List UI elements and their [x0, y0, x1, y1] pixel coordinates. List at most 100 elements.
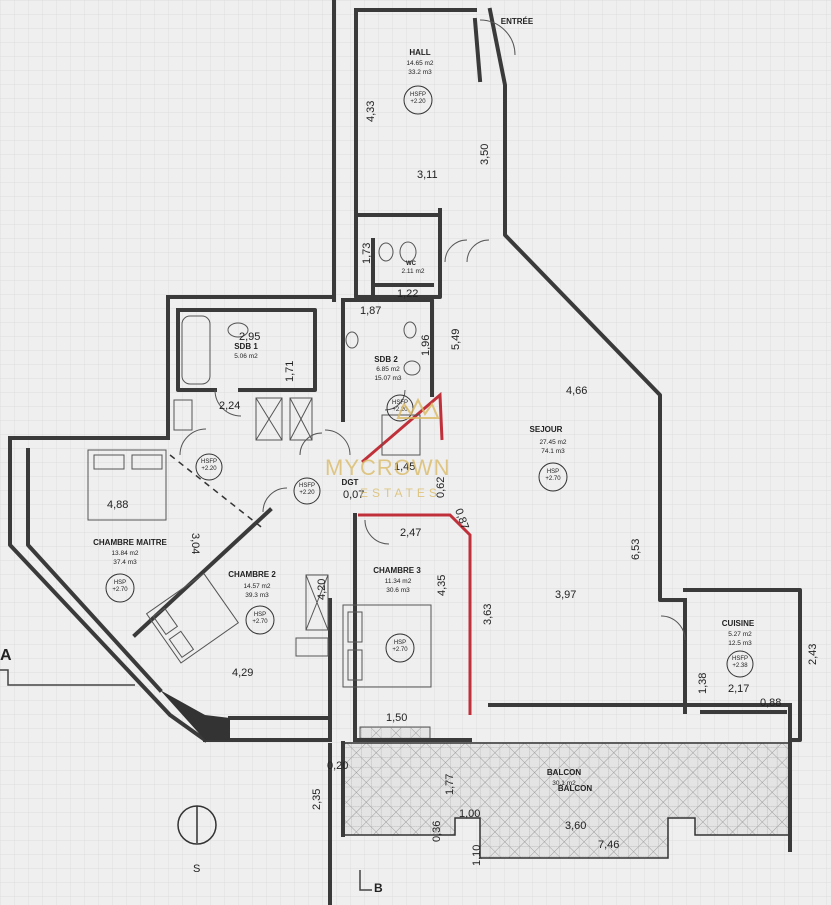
crown-icon [396, 397, 440, 419]
bathtub-icon [181, 315, 211, 385]
svg-text:0,62: 0,62 [435, 477, 447, 498]
svg-text:1,73: 1,73 [361, 243, 373, 264]
svg-text:HSP+2.70: HSP+2.70 [392, 640, 408, 653]
svg-text:3,11: 3,11 [417, 169, 438, 181]
svg-text:4,66: 4,66 [566, 385, 587, 397]
label-sdb2: SDB 2 [374, 355, 398, 364]
svg-text:15.07 m3: 15.07 m3 [374, 375, 401, 382]
svg-text:3,50: 3,50 [479, 144, 491, 165]
svg-text:30.6 m3: 30.6 m3 [386, 587, 410, 594]
label-sdb1: SDB 1 [234, 342, 258, 351]
svg-text:3,04: 3,04 [189, 533, 201, 554]
svg-text:1,38: 1,38 [697, 673, 709, 694]
svg-text:1,22: 1,22 [397, 288, 418, 300]
svg-text:4,88: 4,88 [107, 499, 128, 511]
svg-text:33.2 m3: 33.2 m3 [408, 69, 432, 76]
svg-text:74.1 m3: 74.1 m3 [541, 448, 565, 455]
svg-text:4,33: 4,33 [365, 101, 377, 122]
watermark-tagline: ESTATES [360, 486, 441, 500]
svg-text:27.45 m2: 27.45 m2 [539, 439, 566, 446]
label-entree: ENTRÉE [501, 17, 534, 26]
svg-text:1,71: 1,71 [284, 361, 296, 382]
svg-text:2,95: 2,95 [239, 331, 260, 343]
svg-text:5,49: 5,49 [450, 329, 462, 350]
svg-text:37.4 m3: 37.4 m3 [113, 559, 137, 566]
svg-text:2.11 m2: 2.11 m2 [401, 268, 424, 275]
svg-text:HSFP+2.20: HSFP+2.20 [410, 92, 426, 105]
shower-icon [255, 397, 283, 441]
label-balcon: BALCON [547, 768, 581, 777]
svg-text:1,87: 1,87 [360, 305, 381, 317]
svg-text:3,97: 3,97 [555, 589, 576, 601]
walls [8, 0, 802, 905]
bed-icon [145, 572, 240, 664]
dimension-labels: 4,33 3,50 3,11 1,73 1,22 1,87 2,95 1,71 … [107, 101, 819, 866]
svg-text:BALCON: BALCON [558, 784, 592, 793]
wall-fill [160, 690, 230, 740]
svg-text:HSP+2.70: HSP+2.70 [545, 469, 561, 482]
svg-text:0,36: 0,36 [431, 821, 443, 842]
svg-text:2,24: 2,24 [219, 400, 240, 412]
label-wc: WC [406, 261, 417, 267]
watermark-logo: MYCROWN ESTATES [325, 397, 451, 500]
svg-text:HSP+2.70: HSP+2.70 [252, 612, 268, 625]
compass-label: S [193, 863, 200, 875]
svg-text:0,07: 0,07 [343, 489, 364, 501]
section-line-b [359, 870, 372, 891]
svg-text:2,35: 2,35 [311, 789, 323, 810]
fixtures [173, 241, 421, 657]
svg-text:1,96: 1,96 [420, 335, 432, 356]
label-chambre-2: CHAMBRE 2 [228, 570, 276, 579]
svg-text:4,35: 4,35 [436, 575, 448, 596]
svg-text:HSFP+2.38: HSFP+2.38 [732, 656, 748, 669]
svg-text:1,10: 1,10 [471, 845, 483, 866]
svg-text:6,53: 6,53 [630, 539, 642, 560]
label-chambre-3: CHAMBRE 3 [373, 566, 421, 575]
svg-text:11.34 m2: 11.34 m2 [385, 578, 412, 585]
svg-text:5.27 m2: 5.27 m2 [728, 631, 752, 638]
highlighted-walls [358, 391, 472, 715]
svg-text:14.65 m2: 14.65 m2 [406, 60, 433, 67]
label-sejour: SEJOUR [530, 425, 563, 434]
section-marker-a: A [0, 647, 12, 664]
svg-text:HSP+2.70: HSP+2.70 [112, 580, 128, 593]
svg-text:13.84 m2: 13.84 m2 [111, 550, 138, 557]
svg-text:2,17: 2,17 [728, 683, 749, 695]
bed-icon [87, 449, 167, 521]
svg-text:1,77: 1,77 [444, 774, 456, 795]
svg-text:HSFP+2.20: HSFP+2.20 [299, 483, 315, 496]
svg-text:5.06 m2: 5.06 m2 [234, 353, 258, 360]
svg-text:0,20: 0,20 [327, 760, 348, 772]
svg-text:7,46: 7,46 [598, 839, 619, 851]
svg-text:2,43: 2,43 [807, 644, 819, 665]
section-line-a [0, 669, 135, 686]
svg-text:1,45: 1,45 [394, 461, 415, 473]
svg-text:HSFP+2.20: HSFP+2.20 [392, 400, 408, 413]
svg-text:4,20: 4,20 [316, 579, 328, 600]
svg-text:39.3 m3: 39.3 m3 [245, 592, 269, 599]
beds [87, 449, 432, 688]
compass-icon [177, 805, 217, 845]
label-dgt: DGT [342, 478, 359, 487]
svg-text:6.85 m2: 6.85 m2 [376, 366, 400, 373]
svg-text:14.57 m2: 14.57 m2 [243, 583, 270, 590]
door-swings [179, 19, 686, 641]
sink-icon [227, 322, 249, 338]
svg-text:0,88: 0,88 [760, 697, 781, 709]
svg-text:2,47: 2,47 [400, 527, 421, 539]
bed-icon [342, 604, 432, 688]
svg-text:1,00: 1,00 [459, 808, 480, 820]
svg-text:3,63: 3,63 [482, 604, 494, 625]
watermark-brand: MYCROWN [325, 455, 451, 480]
label-hall: HALL [409, 48, 430, 57]
svg-text:HSFP+2.20: HSFP+2.20 [201, 459, 217, 472]
svg-text:12.5 m3: 12.5 m3 [728, 640, 752, 647]
svg-text:4,29: 4,29 [232, 667, 253, 679]
toilet-icon [378, 242, 394, 262]
section-marker-b: B [374, 881, 383, 895]
dashed-partition [169, 454, 266, 531]
label-cuisine: CUISINE [722, 619, 755, 628]
svg-text:3,60: 3,60 [565, 820, 586, 832]
